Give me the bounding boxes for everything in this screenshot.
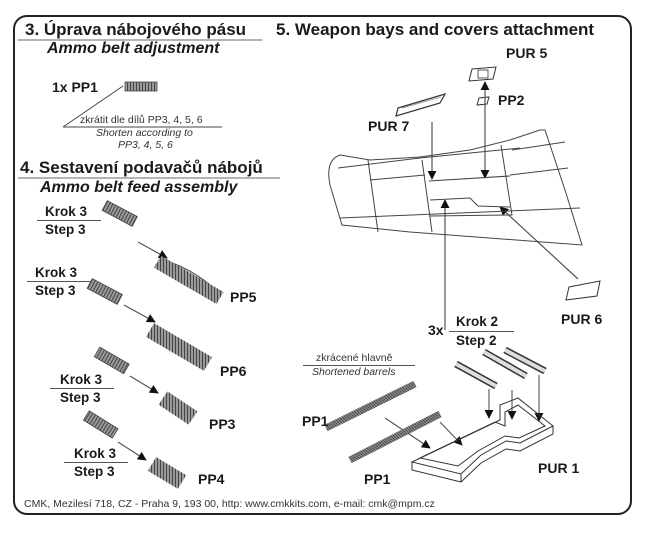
pp1-barrel-a <box>324 380 431 449</box>
footer-contact: CMK, Mezilesí 718, CZ - Praha 9, 193 00,… <box>24 498 435 510</box>
label-pur5: PUR 5 <box>506 45 548 61</box>
step-divider-1 <box>37 220 101 221</box>
feed-step-pp4 <box>82 410 187 489</box>
label-pur7: PUR 7 <box>368 118 410 134</box>
krok-label-4: Krok 3 <box>74 446 117 461</box>
krok-label-2: Krok 3 <box>35 265 78 280</box>
section3-title-en: Ammo belt adjustment <box>47 40 220 57</box>
section3-title-cz: 3. Úprava nábojového pásu <box>25 20 247 39</box>
section3-note-cz: zkrátit dle dílů PP3, 4, 5, 6 <box>80 114 203 126</box>
part-label-pp5: PP5 <box>230 289 257 305</box>
step-label-3: Step 3 <box>60 390 101 405</box>
pur1-tray <box>410 397 554 483</box>
pur5-part <box>468 66 497 82</box>
section5-title: 5. Weapon bays and covers attachment <box>276 20 595 39</box>
label-pp1-b: PP1 <box>364 471 391 487</box>
label-pp2: PP2 <box>498 92 525 108</box>
krok-label-3: Krok 3 <box>60 372 103 387</box>
step2-krok: Krok 2 <box>456 314 499 329</box>
step-label-4: Step 3 <box>74 464 115 479</box>
step-label-1: Step 3 <box>45 222 86 237</box>
pur7-part <box>395 93 447 117</box>
part-label-pp6: PP6 <box>220 363 247 379</box>
step2-count: 3x <box>428 322 444 338</box>
label-pur6: PUR 6 <box>561 311 603 327</box>
instruction-frame <box>13 15 632 515</box>
step2-step: Step 2 <box>456 333 497 348</box>
feed-step-pp6 <box>86 278 213 371</box>
section4-title-en: Ammo belt feed assembly <box>40 179 238 196</box>
gun-barrels <box>454 346 547 390</box>
pp1-barrel-b <box>348 410 463 464</box>
feed-step-pp5 <box>101 200 224 305</box>
wing-drawing <box>328 129 583 246</box>
step-divider-2 <box>27 281 91 282</box>
section4-title-cz: 4. Sestavení podavačů nábojů <box>20 158 263 177</box>
pur6-part <box>565 280 601 301</box>
label-pp1-a: PP1 <box>302 413 329 429</box>
step2-divider <box>449 331 514 332</box>
section3-part-label: 1x PP1 <box>52 79 98 95</box>
pp2-part <box>476 96 490 106</box>
barrels-divider <box>303 365 415 366</box>
krok-label-1: Krok 3 <box>45 204 88 219</box>
label-pur1: PUR 1 <box>538 460 580 476</box>
section3-note-en-1: Shorten according to <box>96 127 193 139</box>
step-divider-3 <box>50 388 114 389</box>
feed-step-pp3 <box>93 346 198 425</box>
part-label-pp4: PP4 <box>198 471 225 487</box>
barrels-note-cz: zkrácené hlavně <box>316 352 393 364</box>
step-divider-4 <box>64 462 128 463</box>
barrels-note-en: Shortened barrels <box>312 366 396 378</box>
section3-note-en-2: PP3, 4, 5, 6 <box>118 139 173 151</box>
part-label-pp3: PP3 <box>209 416 236 432</box>
pp1-belt-small <box>62 81 222 128</box>
step-label-2: Step 3 <box>35 283 76 298</box>
